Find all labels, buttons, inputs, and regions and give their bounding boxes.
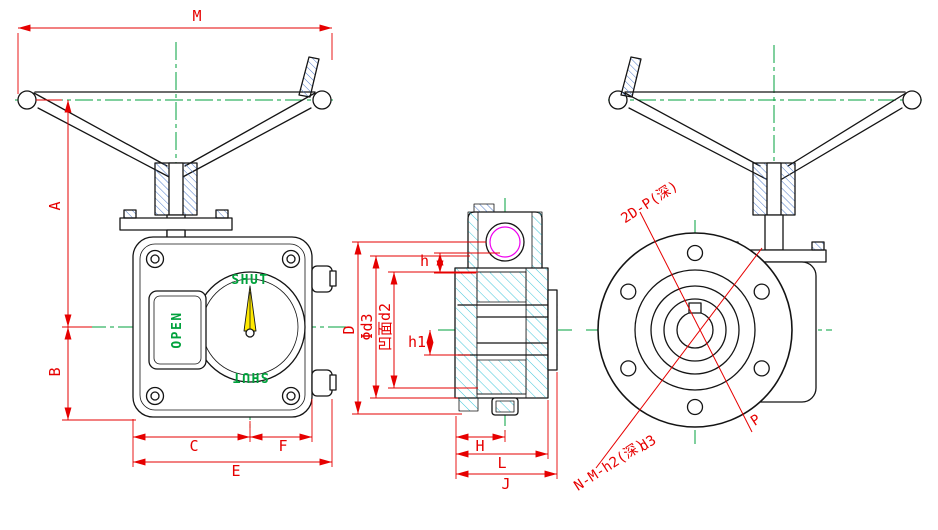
annotation-top-holes: 2D-P(深) — [618, 178, 681, 227]
flange-bolt-hole — [686, 244, 704, 262]
dim-label-l: L — [497, 454, 506, 472]
dim-label-a: A — [46, 201, 64, 210]
dim-label-d: D — [340, 325, 358, 334]
hub-circle-inner — [663, 298, 727, 362]
bracket-bolt-right-rear — [811, 241, 825, 251]
dim-ext-CFE — [132, 399, 333, 467]
corner-bolt — [145, 386, 165, 406]
body-wall-right-hatched — [525, 267, 549, 399]
worm-bore-circle — [485, 222, 525, 262]
bracket-bolt-right — [215, 209, 229, 219]
worm-housing-wall-left — [467, 211, 479, 269]
flange-bolt-hole — [753, 283, 770, 300]
input-stem-rear — [764, 214, 784, 251]
corner-bolt-center — [150, 254, 160, 264]
corner-bolt-center — [286, 254, 296, 264]
dim-label-f: F — [278, 437, 287, 455]
output-boss — [547, 289, 558, 371]
flange-bolt-hole — [620, 360, 637, 377]
dim-label-e: E — [231, 462, 240, 480]
wheel-hub-bore-rear — [766, 162, 782, 216]
corner-bolt — [281, 386, 301, 406]
dim-ext-M — [17, 33, 333, 94]
side-lug-top-bolt — [329, 270, 337, 287]
dim-ext-section-vertical — [352, 241, 500, 415]
corner-bolt-center — [286, 391, 296, 401]
wheel-spokes-rear — [624, 92, 907, 180]
worm-shaft-circle — [489, 226, 521, 258]
indicator-plate-outline — [148, 290, 207, 370]
front-view — [17, 56, 337, 418]
body-wall-left-hatched — [454, 267, 478, 399]
bracket-bolt-left — [123, 209, 137, 219]
dim-label-d2: 凹面d2 — [376, 303, 394, 351]
section-view — [454, 203, 558, 416]
leader-line-tapped-holes — [595, 247, 763, 469]
gearbox-body-section — [454, 267, 558, 399]
mounting-flange — [597, 232, 793, 428]
output-bore-lines — [457, 304, 558, 356]
dim-label-h1: h1 — [408, 333, 426, 351]
corner-bolt — [145, 249, 165, 269]
bracket-plate-front — [119, 217, 233, 231]
rear-view — [597, 56, 922, 428]
handwheel-front — [17, 56, 332, 246]
wheel-handle-rear — [620, 56, 642, 98]
indicator-plate-inner — [153, 295, 202, 365]
output-bore-circle — [676, 311, 714, 349]
dim-label-H: H — [475, 437, 484, 455]
bottom-bracket-hatched — [458, 397, 479, 412]
worm-wheel-upper-hatch — [476, 271, 527, 303]
pointer-pivot — [245, 328, 255, 338]
flange-bolt-hole — [753, 360, 770, 377]
leader-line-bolt-holes — [639, 211, 753, 433]
wheel-spokes-front — [33, 92, 316, 180]
dim-label-m: M — [192, 7, 201, 25]
handwheel-rear — [608, 56, 922, 251]
indicator-plate — [148, 290, 207, 370]
hub-circle-outer — [650, 285, 740, 375]
corner-bolt-center — [150, 391, 160, 401]
wheel-knob-right — [312, 90, 332, 110]
label-open: OPEN — [170, 311, 185, 348]
dim-ext-AB — [36, 99, 136, 421]
side-lug-top — [311, 265, 333, 293]
flange-bolt-hole — [686, 398, 704, 416]
annotation-bottom-holes: N-M-h2(深) — [571, 437, 648, 495]
worm-wheel-lower-hatch — [476, 359, 527, 395]
dim-ext-section-bottom — [455, 372, 558, 479]
corner-bolt — [281, 249, 301, 269]
outline-layer — [17, 56, 922, 428]
annotation-p: P — [748, 412, 764, 430]
worm-housing-cap-bolt — [473, 203, 495, 213]
mounting-bracket-front — [119, 209, 233, 241]
wheel-knob-left — [17, 90, 37, 110]
dim-label-h: h — [420, 252, 429, 270]
dim-label-c: C — [189, 437, 198, 455]
label-shut-bottom: SHUT — [231, 369, 268, 384]
dimension-layer — [17, 24, 763, 479]
flange-step-circle — [634, 269, 756, 391]
annotation-d3: d3 — [636, 432, 659, 455]
indicator-text-layer: SHUT OPEN SHUT — [170, 273, 269, 384]
position-dial — [194, 271, 306, 383]
dim-label-b: B — [46, 367, 64, 376]
side-lug-bottom — [311, 369, 333, 397]
wheel-knob-right-rear — [902, 90, 922, 110]
bottom-cover-section — [458, 397, 519, 416]
dim-label-j: J — [501, 475, 510, 493]
label-shut-top: SHUT — [231, 273, 268, 288]
wheel-hub-bore-front — [168, 162, 184, 216]
flange-bolt-hole — [620, 283, 637, 300]
wheel-handle-front — [298, 56, 320, 98]
bottom-plug-hatched — [495, 400, 515, 413]
dim-label-phi-d3: Φd3 — [358, 313, 376, 340]
worm-housing-section — [467, 203, 543, 269]
side-lug-bottom-bolt — [329, 374, 337, 391]
worm-housing-wall-right — [531, 211, 543, 269]
